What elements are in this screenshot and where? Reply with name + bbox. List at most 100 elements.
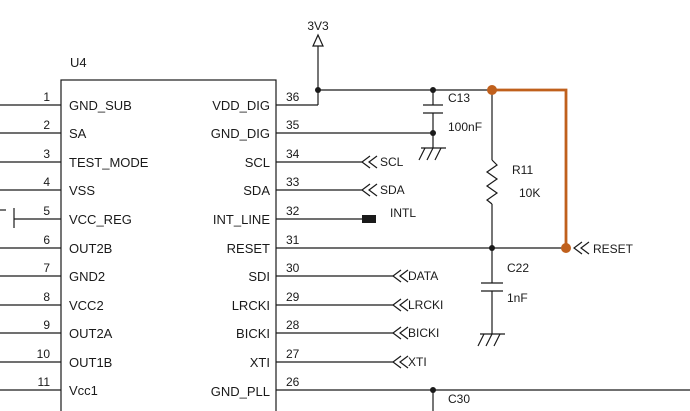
pin-number: 33 [286,175,300,189]
pin-number: 35 [286,118,300,132]
ground-icon [418,147,446,161]
net-label: BICKI [408,326,439,340]
left-pins: 1 GND_SUB 2 SA 3 TEST_MODE 4 VSS 5 VCC_R… [0,90,149,398]
pin-number: 1 [43,90,50,104]
net-label: SDA [380,183,405,197]
net-label: INTL [390,206,416,220]
pin-number: 3 [43,147,50,161]
pin-name: OUT2B [69,241,112,256]
net-arrow-icon [399,269,409,283]
pin-name: INT_LINE [213,212,270,227]
pin-name: GND_DIG [211,126,270,141]
pin-2: 2 SA [0,118,87,141]
pin-name: VCC2 [69,298,104,313]
pin-5: 5 VCC_REG [0,204,132,228]
pin-8: 8 VCC2 [0,290,104,313]
junction-dot [430,130,436,136]
c22-value: 1nF [507,291,528,305]
net-label: LRCKI [408,298,443,312]
power-symbol-3v3: 3V3 [307,19,329,90]
pin-36: 36 VDD_DIG [212,90,318,113]
net-label: DATA [408,269,438,283]
pin-number: 9 [43,318,50,332]
c22-ref: C22 [507,261,529,275]
pin-number: 31 [286,233,300,247]
trace-endpoint-dot [561,243,571,253]
net-arrow-icon [368,155,378,169]
pin-name: GND2 [69,269,105,284]
resistor-r11: R11 10K [485,90,540,248]
pin-1: 1 GND_SUB [0,90,132,113]
power-label: 3V3 [307,19,329,33]
pin-number: 27 [286,347,300,361]
net-data: DATA [392,269,438,283]
c30-ref: C30 [448,392,470,406]
net-arrow-icon [392,269,402,283]
net-arrow-icon [361,155,371,169]
pin-32: 32 INT_LINE [213,204,362,227]
pin-number: 4 [43,175,50,189]
pin-7: 7 GND2 [0,261,105,284]
net-arrow-icon [361,183,371,197]
pin-31: 31 RESET [227,233,566,256]
pin-number: 11 [38,375,51,389]
net-intl: INTL [362,206,416,223]
net-arrow-icon [580,241,590,255]
pin-number: 28 [286,318,300,332]
pin-name: OUT2A [69,326,113,341]
highlighted-reset-trace [487,85,571,253]
pin-3: 3 TEST_MODE [0,147,149,170]
pin-name: GND_SUB [69,98,132,113]
net-arrow-icon [392,298,402,312]
pin-10: 10 OUT1B [0,347,112,370]
pin-number: 30 [286,261,300,275]
pin-26: 26 GND_PLL [211,375,690,399]
net-label: RESET [593,242,634,256]
net-arrow-icon [399,355,409,369]
pin-number: 10 [37,347,51,361]
capacitor-c22: C22 1nF [481,248,529,334]
pin-35: 35 GND_DIG [211,118,433,141]
net-label: SCL [380,155,404,169]
pin-29: 29 LRCKI [232,290,393,313]
net-arrow-icon [392,355,402,369]
pin-number: 8 [43,290,50,304]
pin-number: 36 [286,90,300,104]
pin-11: 11 Vcc1 [0,375,98,398]
pin-name: SCL [245,155,270,170]
net-arrow-icon [368,183,378,197]
pin-name: VCC_REG [69,212,132,227]
net-arrow-icon [399,298,409,312]
pin-name: GND_PLL [211,384,270,399]
junction-dot [315,87,321,93]
net-bicki: BICKI [392,326,439,340]
ground-icon [477,333,505,347]
capacitor-c30: C30 [430,387,470,411]
net-arrow-icon [573,241,583,255]
pin-34: 34 SCL [245,147,362,170]
pin-6: 6 OUT2B [0,233,112,256]
chip-body [60,79,277,411]
pin-name: XTI [250,355,270,370]
pin-number: 6 [43,233,50,247]
net-reset: RESET [573,241,634,256]
net-scl: SCL [361,155,404,169]
pin-name: LRCKI [232,298,270,313]
pin-number: 29 [286,290,300,304]
c13-ref: C13 [448,91,470,105]
net-sda: SDA [361,183,405,197]
pin-name: SDI [248,269,270,284]
pin-33: 33 SDA [243,175,362,198]
pin-name: Vcc1 [69,383,98,398]
net-xti: XTI [392,355,427,369]
pin-name: VDD_DIG [212,98,270,113]
pin-number: 26 [286,375,300,389]
pin-number: 7 [43,261,50,275]
net-label: XTI [408,355,427,369]
pin-name: SDA [243,183,270,198]
pin-number: 32 [286,204,300,218]
net-arrow-icon [399,326,409,340]
pin-number: 2 [43,118,50,132]
capacitor-c13: C13 100nF [423,90,482,148]
